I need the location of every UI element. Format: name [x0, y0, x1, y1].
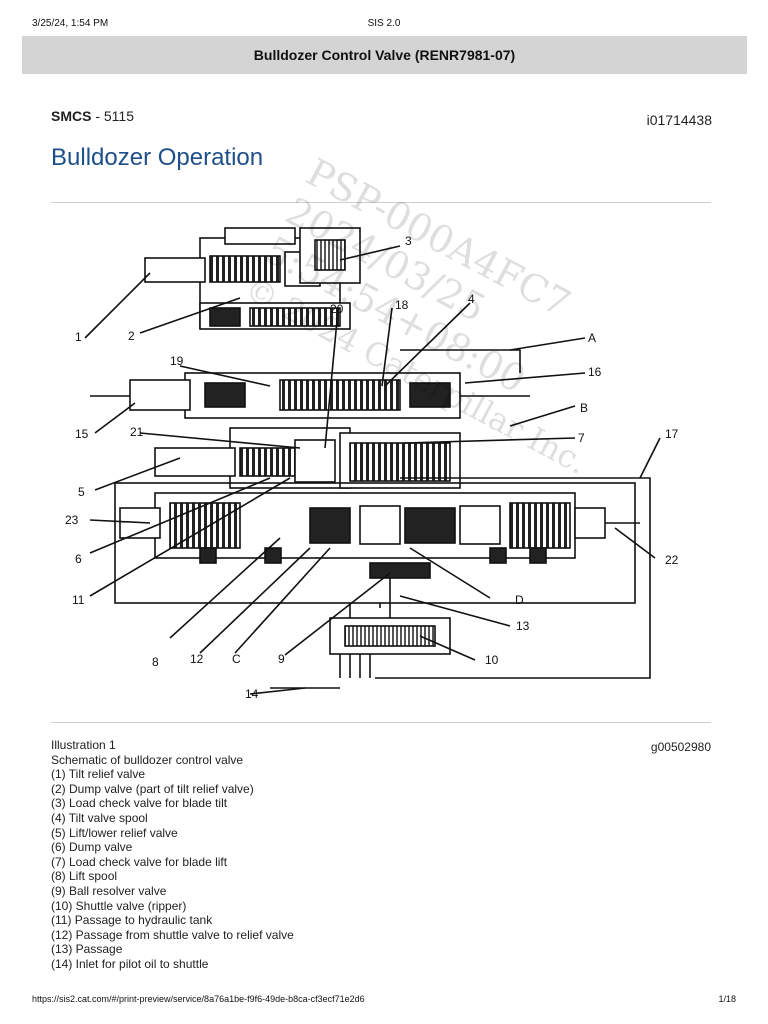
- callout-8: 8: [152, 655, 159, 669]
- callout-11: 11: [72, 593, 85, 607]
- callout-13: 13: [516, 619, 530, 633]
- legend-item: (4) Tilt valve spool: [51, 810, 148, 825]
- callout-17: 17: [665, 427, 679, 441]
- smcs-value: - 5115: [91, 108, 134, 124]
- callout-2: 2: [128, 329, 135, 343]
- print-header: 3/25/24, 1:54 PM SIS 2.0: [32, 18, 736, 32]
- callout-23: 23: [65, 513, 79, 527]
- callout-10: 10: [485, 653, 499, 667]
- callout-4: 4: [468, 292, 475, 306]
- callout-B: B: [580, 401, 588, 415]
- callout-6: 6: [75, 552, 82, 566]
- legend-item: (12) Passage from shuttle valve to relie…: [51, 927, 294, 942]
- callout-21: 21: [130, 425, 144, 439]
- callout-18: 18: [395, 298, 409, 312]
- legend-item: (11) Passage to hydraulic tank: [51, 913, 213, 928]
- document-title-bar: Bulldozer Control Valve (RENR7981-07): [22, 36, 747, 74]
- caption-text: Schematic of bulldozer control valve: [51, 752, 244, 767]
- callout-12: 12: [190, 652, 204, 666]
- page-title: Bulldozer Operation: [51, 144, 264, 171]
- legend-item: (3) Load check valve for blade tilt: [51, 796, 228, 811]
- callout-A: A: [588, 331, 596, 345]
- print-footer: https://sis2.cat.com/#/print-preview/ser…: [32, 994, 736, 1004]
- callout-16: 16: [588, 365, 602, 379]
- callout-C: C: [232, 652, 241, 666]
- illustration-number: Illustration 1: [51, 738, 116, 752]
- print-app-name: SIS 2.0: [367, 18, 401, 29]
- legend-item: (10) Shuttle valve (ripper): [51, 898, 187, 913]
- print-datetime: 3/25/24, 1:54 PM: [32, 18, 109, 29]
- legend-list: (1) Tilt relief valve (2) Dump valve (pa…: [51, 767, 713, 971]
- print-url: https://sis2.cat.com/#/print-preview/ser…: [32, 994, 365, 1004]
- legend-item: (6) Dump valve: [51, 840, 133, 855]
- callout-3: 3: [405, 234, 412, 248]
- legend-item: (9) Ball resolver valve: [51, 883, 167, 898]
- callout-20: 20: [330, 302, 344, 316]
- smcs-label: SMCS: [51, 108, 92, 124]
- callout-1: 1: [75, 330, 82, 344]
- legend-item: (5) Lift/lower relief valve: [51, 825, 178, 840]
- callout-D: D: [515, 593, 524, 607]
- callout-9: 9: [278, 652, 285, 666]
- graphic-id: g00502980: [650, 740, 711, 754]
- callout-14: 14: [245, 687, 259, 701]
- document-id: i01714438: [646, 112, 712, 128]
- smcs-code: SMCS - 5115: [51, 108, 134, 124]
- bulldozer-control-valve-schematic: 1 2 3 4 5 6 7 8 9 10 11 12 13 14 15 16 1…: [65, 227, 679, 701]
- callout-5: 5: [78, 485, 85, 499]
- callout-7: 7: [578, 431, 585, 445]
- callout-22: 22: [665, 553, 679, 567]
- legend-item: (7) Load check valve for blade lift: [51, 854, 228, 869]
- legend-item: (13) Passage: [51, 942, 123, 957]
- illustration-caption: Illustration 1 g00502980 Schematic of bu…: [51, 738, 713, 972]
- legend-item: (2) Dump valve (part of tilt relief valv…: [51, 781, 254, 796]
- legend-item: (8) Lift spool: [51, 869, 118, 884]
- callout-15: 15: [75, 427, 89, 441]
- legend-item: (14) Inlet for pilot oil to shuttle: [51, 956, 209, 971]
- callout-19: 19: [170, 354, 184, 368]
- page-number: 1/18: [718, 994, 736, 1004]
- legend-item: (1) Tilt relief valve: [51, 767, 146, 782]
- divider-top: [51, 202, 711, 203]
- divider-bottom: [51, 722, 711, 723]
